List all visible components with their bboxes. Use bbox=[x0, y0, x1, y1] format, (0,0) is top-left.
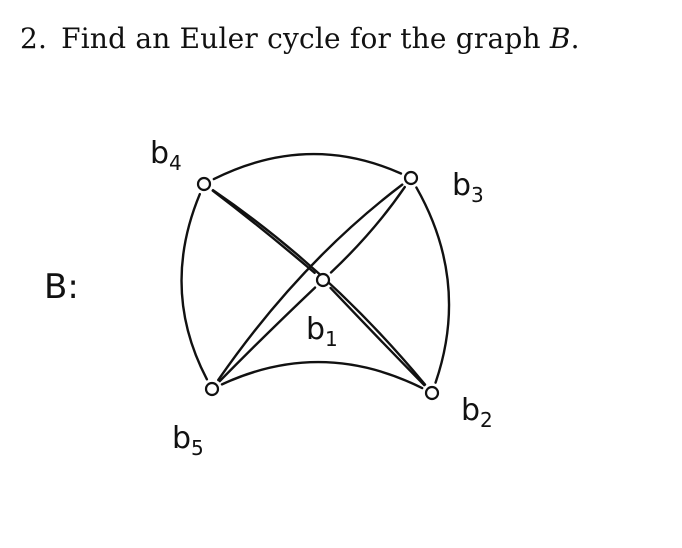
graph-nodes: b4 b3 b1 b5 b2 bbox=[150, 136, 493, 460]
graph-edges bbox=[180, 152, 451, 390]
problem-text: Find an Euler cycle for the graph bbox=[61, 22, 541, 55]
graph-label: B: bbox=[44, 267, 79, 307]
node-label-b2: b2 bbox=[461, 393, 493, 432]
node-label-b4: b4 bbox=[150, 136, 182, 175]
node-b2 bbox=[424, 385, 440, 401]
edge-b1-b5 bbox=[218, 286, 317, 383]
edge-b3-b2 bbox=[415, 186, 451, 384]
node-b5 bbox=[204, 381, 220, 397]
edge-b1-b2 bbox=[329, 286, 426, 387]
node-b4 bbox=[196, 176, 212, 192]
node-b3 bbox=[403, 170, 419, 186]
edge-b3-b1 bbox=[329, 185, 406, 274]
node-b1 bbox=[315, 272, 331, 288]
problem-period: . bbox=[570, 22, 580, 55]
node-label-b5: b5 bbox=[172, 421, 204, 460]
edge-b5-b2 bbox=[220, 360, 424, 390]
problem-number: 2. bbox=[20, 22, 48, 55]
edge-b4-b1 bbox=[211, 189, 316, 275]
node-label-b3: b3 bbox=[452, 168, 484, 207]
problem-statement: 2. Find an Euler cycle for the graph B. bbox=[20, 22, 580, 55]
graph-name: B bbox=[549, 22, 571, 55]
node-label-b1: b1 bbox=[306, 312, 338, 351]
edge-b4-b3 bbox=[212, 152, 403, 181]
edge-b3-b5 bbox=[217, 183, 404, 382]
edge-b4-b5 bbox=[180, 192, 209, 381]
